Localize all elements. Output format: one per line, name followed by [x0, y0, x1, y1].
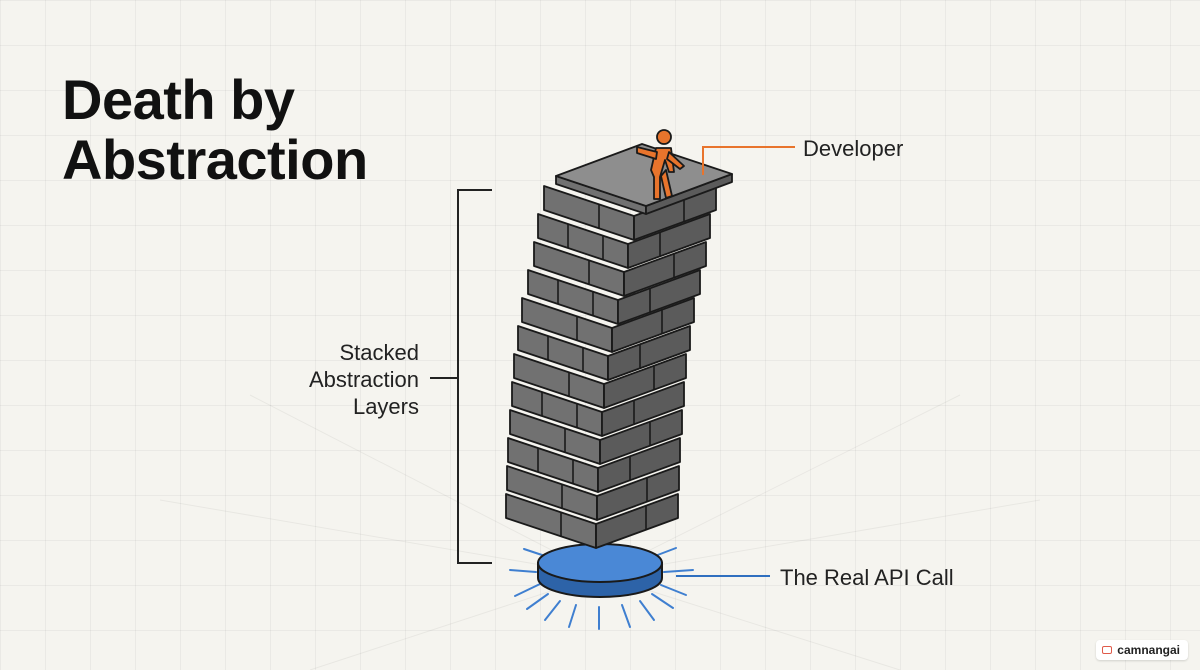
tower-layer-side-face	[627, 213, 711, 269]
stack-bracket	[457, 189, 492, 564]
api-call-label: The Real API Call	[780, 565, 954, 590]
api-burst-lines	[509, 547, 694, 630]
developer-callout-line	[702, 146, 795, 175]
stacked-layers-label-line-3: Layers	[352, 394, 419, 419]
watermark-icon	[1102, 646, 1113, 654]
stacked-layers-label-line-1: Stacked	[339, 340, 420, 365]
tower-layer-side-face	[607, 325, 691, 381]
abstraction-tower	[505, 143, 733, 549]
stacked-layers-label-line-2: Abstraction	[308, 367, 419, 392]
watermark-text: camnangai	[1117, 643, 1180, 657]
developer-label: Developer	[803, 136, 904, 161]
tower-top-slab-top	[555, 143, 733, 207]
page-title: Death by Abstraction	[62, 70, 368, 190]
watermark-badge: camnangai	[1096, 640, 1188, 660]
tower-layer-side-face	[597, 437, 681, 493]
title-line-2: Abstraction	[62, 128, 368, 191]
developer-figure	[636, 129, 685, 200]
stacked-layers-label: Stacked Abstraction Layers	[309, 339, 419, 420]
api-call-disc	[537, 543, 663, 598]
tower-layer-side-face	[601, 381, 685, 437]
title-line-1: Death by	[62, 68, 295, 131]
tower-layer-side-face	[617, 269, 701, 325]
